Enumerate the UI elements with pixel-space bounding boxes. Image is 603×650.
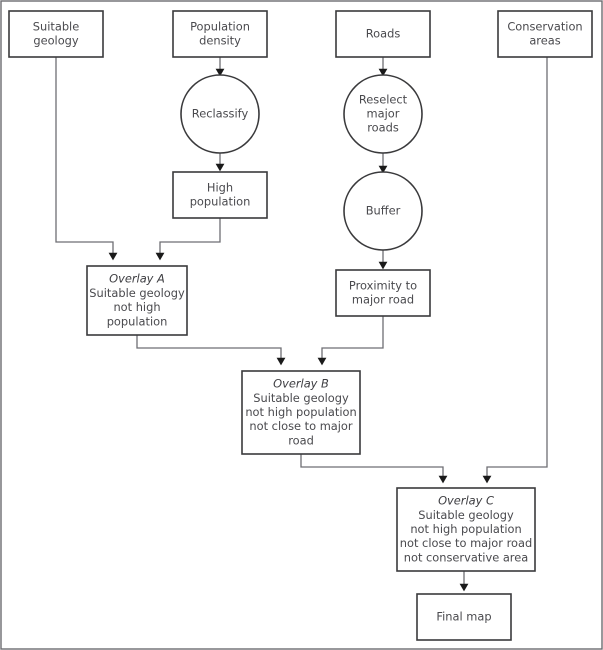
node-label-line: Suitable geology xyxy=(418,508,514,522)
node-label-line: Proximity to xyxy=(349,278,417,292)
node-shape-rect xyxy=(86,265,188,336)
node-shape-rect xyxy=(396,487,536,572)
node-final-map[interactable]: Final map xyxy=(416,593,512,641)
node-label-line: Overlay A xyxy=(109,272,165,286)
node-label-line: Suitable geology xyxy=(253,391,349,405)
node-shape-rect xyxy=(416,593,512,641)
node-reclassify[interactable]: Reclassify xyxy=(180,74,260,154)
arrow-head-icon xyxy=(108,252,118,261)
node-label-line: not close to major road xyxy=(400,536,532,550)
node-shape-rect xyxy=(497,10,593,58)
arrow-head-icon xyxy=(378,261,388,270)
arrow-head-icon xyxy=(438,475,448,484)
node-label-line: Population xyxy=(190,19,250,33)
node-label-line: road xyxy=(288,433,314,447)
arrow-head-icon xyxy=(378,68,388,77)
node-shape-circle xyxy=(180,74,260,154)
arrow-head-icon xyxy=(482,475,492,484)
connector-overlay-b-to-overlay-c xyxy=(300,454,448,484)
node-label-line: population xyxy=(190,195,251,209)
node-label-line: not high population xyxy=(245,405,356,419)
node-label-line: Conservation xyxy=(507,19,582,33)
node-label-line: Suitable geology xyxy=(89,286,185,300)
connector-layer xyxy=(55,57,548,592)
node-label-line: population xyxy=(107,314,168,328)
node-label-line: not high xyxy=(113,300,160,314)
node-buffer[interactable]: Buffer xyxy=(343,171,423,251)
connector-conservation-areas-to-overlay-c xyxy=(482,57,548,484)
node-label-line: Roads xyxy=(366,27,401,41)
node-label-line: not close to major xyxy=(249,419,353,433)
node-label-line: areas xyxy=(529,34,560,48)
node-label-line: geology xyxy=(33,34,79,48)
node-shape-rect xyxy=(172,10,268,58)
connector-line xyxy=(55,57,114,253)
connector-overlay-a-to-overlay-b xyxy=(136,335,286,366)
connector-line xyxy=(159,218,221,253)
node-shape-rect xyxy=(335,10,431,58)
node-label-line: Final map xyxy=(436,610,491,624)
connector-population-density-to-reclassify xyxy=(215,57,225,77)
node-roads[interactable]: Roads xyxy=(335,10,431,58)
connector-proximity-to-overlay-b xyxy=(317,316,384,366)
arrow-head-icon xyxy=(155,252,165,261)
arrow-head-icon xyxy=(378,165,388,174)
node-shape-circle xyxy=(343,171,423,251)
node-label-line: roads xyxy=(367,121,399,135)
node-label-line: Suitable xyxy=(33,19,79,33)
node-shape-rect xyxy=(172,171,268,219)
node-shape-circle xyxy=(343,74,423,154)
connector-line xyxy=(486,57,548,476)
connector-overlay-c-to-final-map xyxy=(459,571,469,592)
node-label-line: not high population xyxy=(410,522,521,536)
node-label-line: Reclassify xyxy=(192,107,249,121)
node-label-line: Overlay C xyxy=(438,494,494,508)
connector-roads-to-reselect xyxy=(378,57,388,77)
node-shape-rect xyxy=(241,370,361,455)
node-shape-rect xyxy=(8,10,104,58)
arrow-head-icon xyxy=(215,68,225,77)
connector-reclassify-to-high-population xyxy=(215,153,225,172)
connector-line xyxy=(321,316,384,358)
node-label-line: High xyxy=(207,180,233,194)
arrow-head-icon xyxy=(317,357,327,366)
connector-line xyxy=(136,335,282,358)
arrow-head-icon xyxy=(459,583,469,592)
connector-reselect-to-buffer xyxy=(378,153,388,174)
node-shape-rect xyxy=(335,269,431,317)
node-label-line: density xyxy=(199,34,241,48)
node-label-line: major road xyxy=(352,293,414,307)
connector-line xyxy=(300,454,444,476)
node-label-line: major xyxy=(367,107,400,121)
connector-buffer-to-proximity xyxy=(378,250,388,270)
node-label-line: not conservative area xyxy=(404,550,528,564)
arrow-head-icon xyxy=(215,163,225,172)
connector-suitable-geology-to-overlay-a xyxy=(55,57,118,261)
arrow-head-icon xyxy=(276,357,286,366)
connector-high-population-to-overlay-a xyxy=(155,218,221,261)
node-label-line: Buffer xyxy=(366,204,401,218)
node-label-line: Overlay B xyxy=(273,377,329,391)
node-label-line: Reselect xyxy=(359,92,408,106)
